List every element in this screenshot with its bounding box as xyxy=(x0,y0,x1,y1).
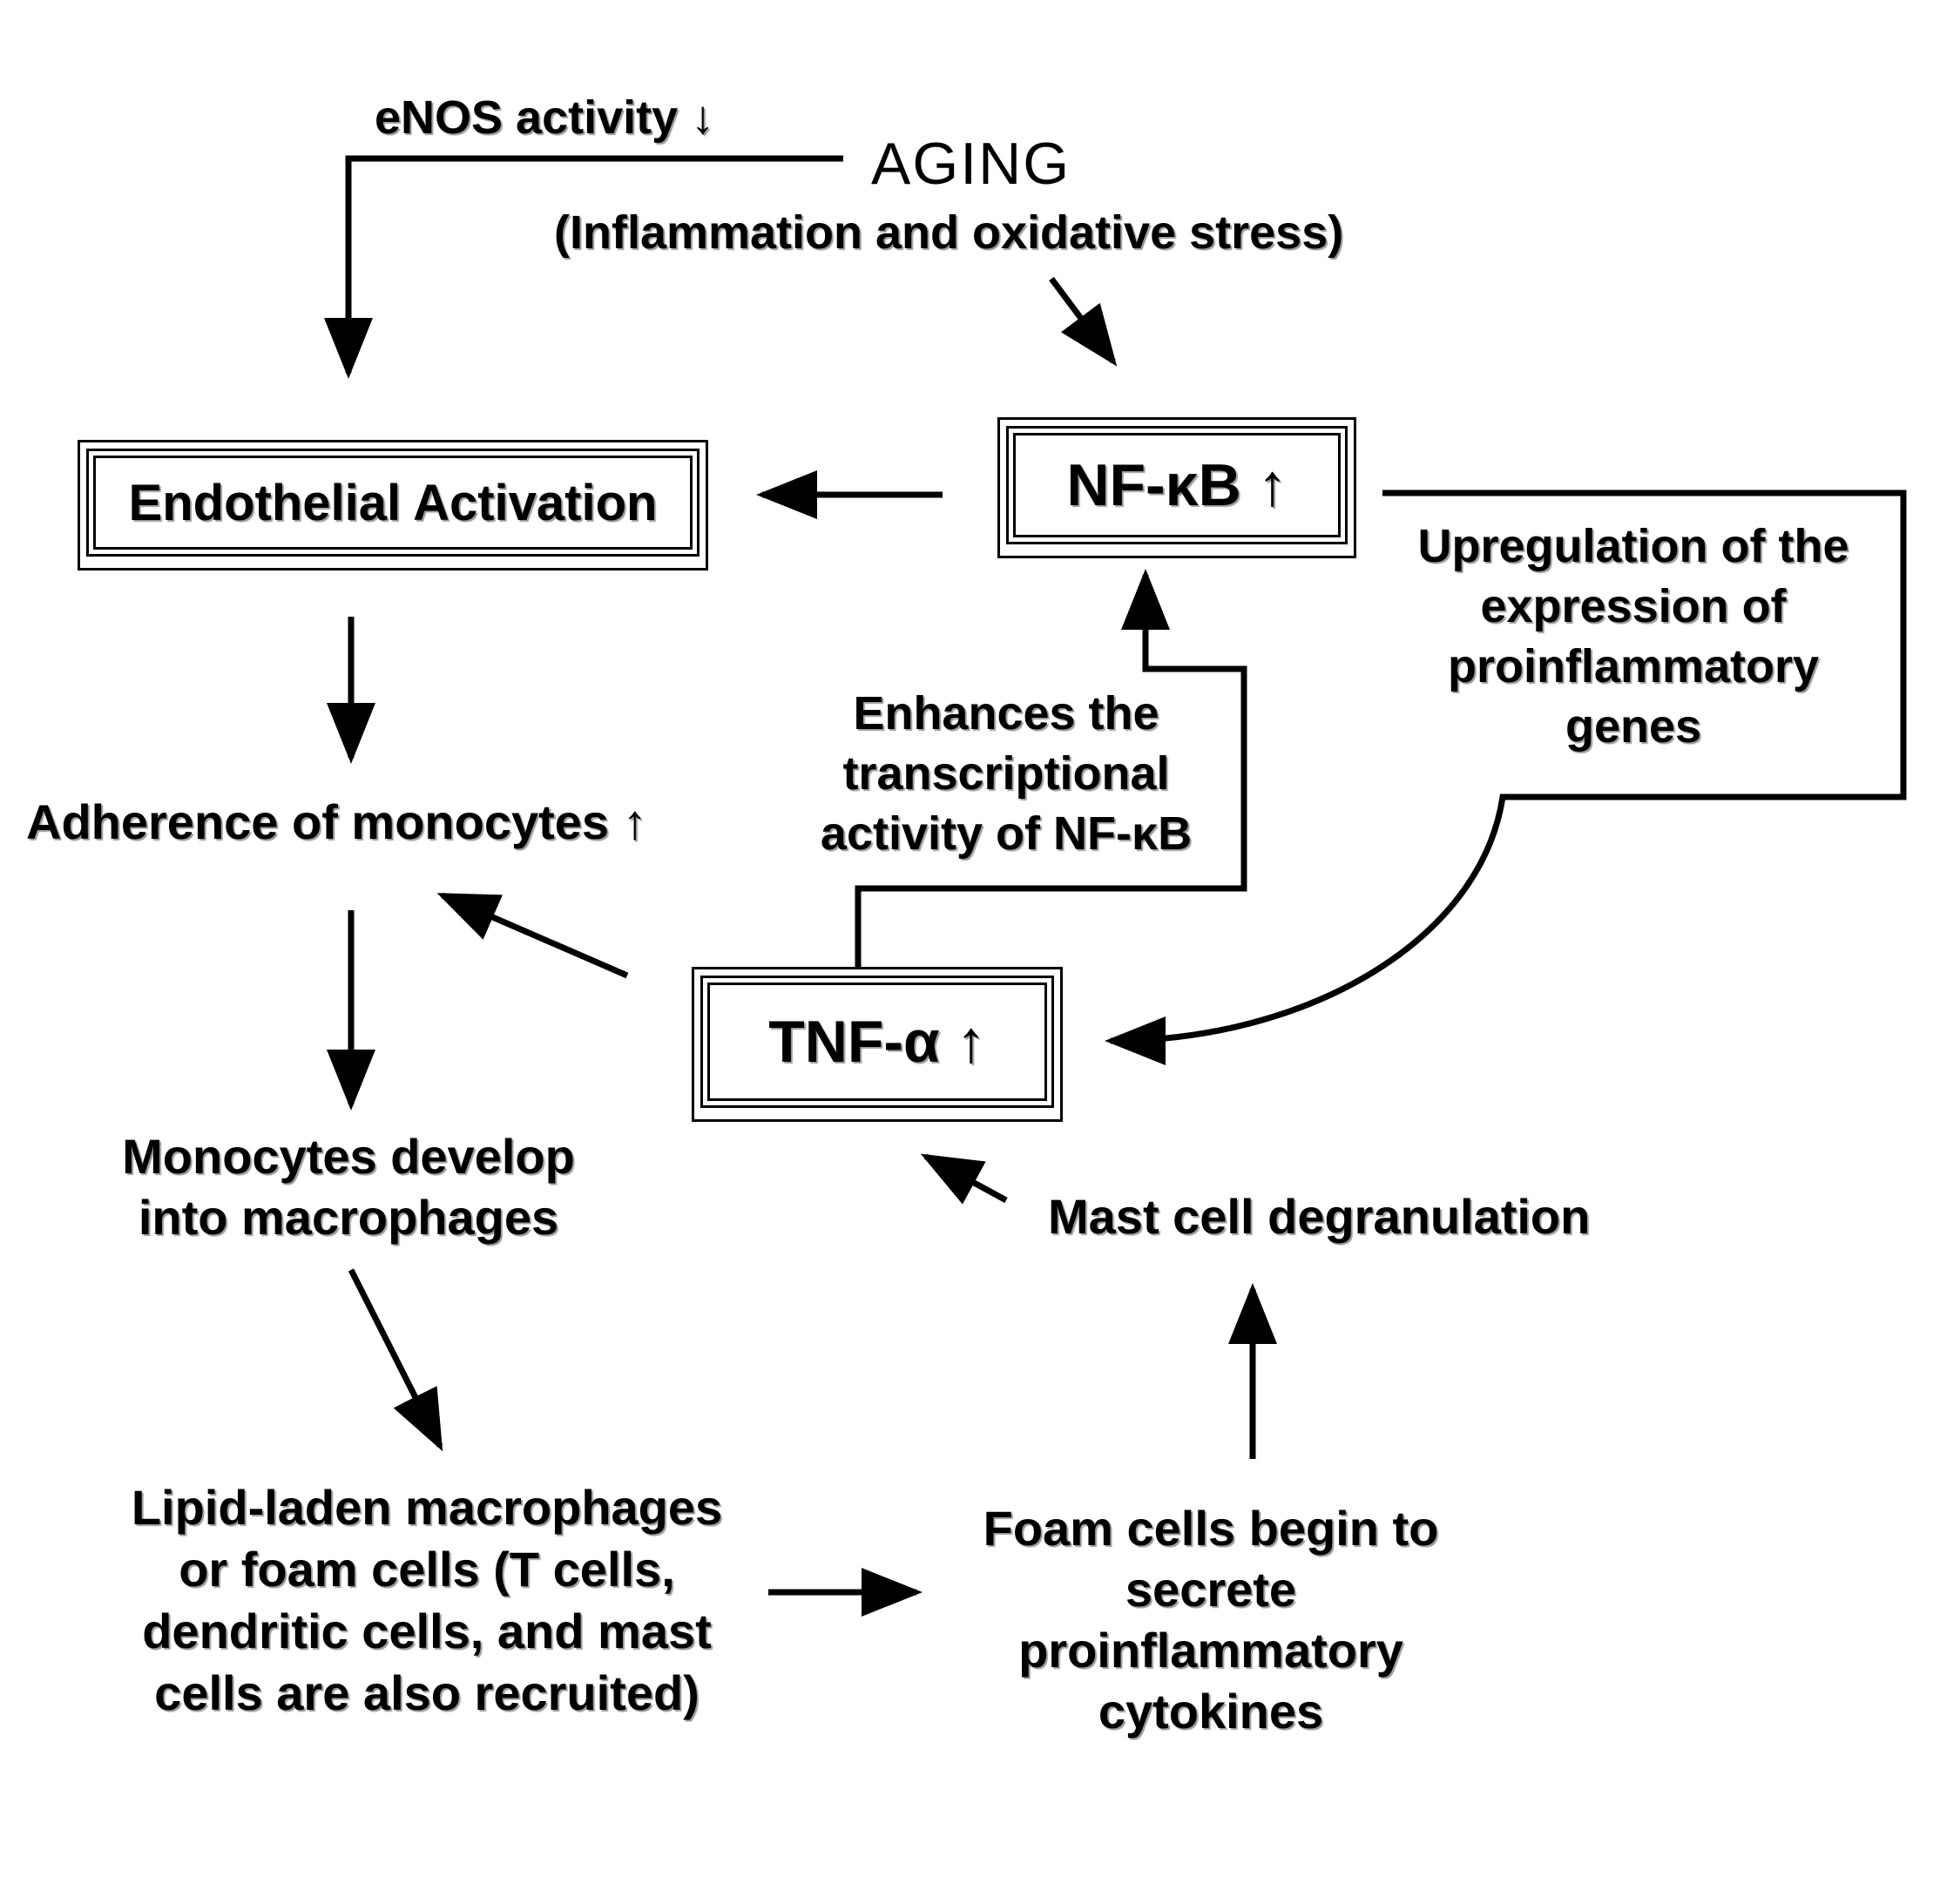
endothelial-activation-label: Endothelial Activation xyxy=(93,456,693,550)
arrow-tnf-to-adherence xyxy=(436,892,629,979)
arrow-monocytes-to-lipid xyxy=(348,1268,443,1452)
enhances-label: Enhances the transcriptional activity of… xyxy=(820,687,1193,861)
arrow-tnf-to-nfkb-enhances xyxy=(855,569,1247,969)
mast-cell-degranulation-label: Mast cell degranulation xyxy=(1048,1189,1591,1244)
adherence-of-monocytes-label: Adherence of monocytes ↑ xyxy=(26,794,647,849)
aging-title: AGING xyxy=(871,131,1071,197)
enos-activity-label: eNOS activity ↓ xyxy=(375,91,715,144)
arrow-aging-to-nfkb xyxy=(1049,276,1118,367)
foam-cells-label: Foam cells begin to secrete proinflammat… xyxy=(983,1501,1439,1739)
lipid-laden-label: Lipid-laden macrophages or foam cells (T… xyxy=(131,1480,723,1721)
arrow-mast-to-tnf xyxy=(920,1153,1008,1205)
tnf-alpha-box: TNF-α ↑ xyxy=(692,967,1063,1122)
arrow-aging-to-endothelial xyxy=(324,155,843,379)
tnf-alpha-label: TNF-α ↑ xyxy=(707,983,1047,1101)
monocytes-develop-label: Monocytes develop into macrophages xyxy=(122,1129,575,1245)
nfkb-box: NF-κB ↑ xyxy=(997,417,1356,558)
endothelial-activation-box: Endothelial Activation xyxy=(78,440,708,571)
aging-subtitle: (Inflammation and oxidative stress) xyxy=(554,206,1344,259)
upregulation-label: Upregulation of the expression of proinf… xyxy=(1417,520,1849,753)
arrow-nfkb-to-tnf-upregulation xyxy=(1105,490,1907,1065)
nfkb-label: NF-κB ↑ xyxy=(1013,433,1341,537)
